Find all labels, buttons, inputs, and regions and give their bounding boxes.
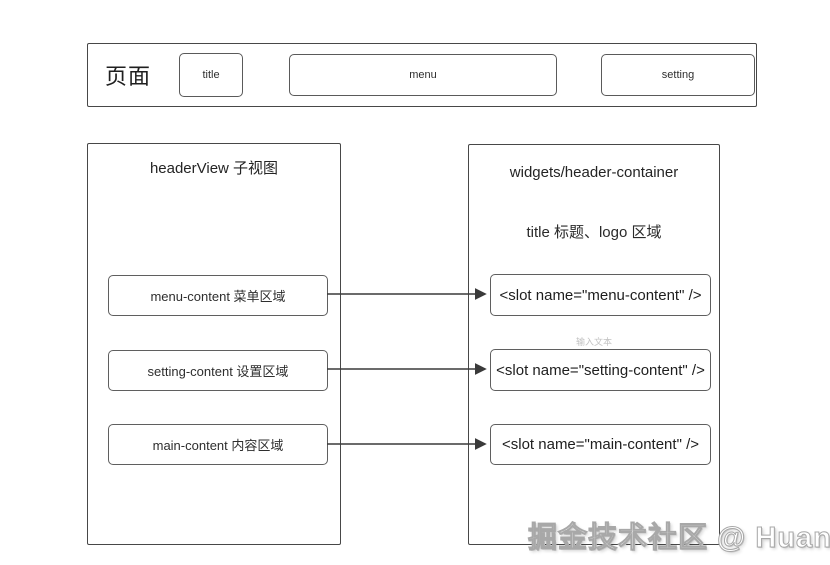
slot-setting-content-node: <slot name="setting-content" /> <box>490 349 711 391</box>
page-menu-slot-box: menu <box>289 54 557 96</box>
menu-content-node: menu-content 菜单区域 <box>108 275 328 316</box>
header-container-panel-title: widgets/header-container <box>509 164 679 181</box>
page-setting-slot-box: setting <box>601 54 755 96</box>
slot-menu-content-node: <slot name="menu-content" /> <box>490 274 711 316</box>
main-content-node: main-content 内容区域 <box>108 424 328 465</box>
title-logo-area-label: title 标题、logo 区域 <box>526 224 662 241</box>
header-container-panel: widgets/header-container title 标题、logo 区… <box>468 144 720 545</box>
headerview-panel: headerView 子视图 menu-content 菜单区域 setting… <box>87 143 341 545</box>
page-title-slot-box: title <box>179 53 243 97</box>
page-label: 页面 <box>105 64 152 89</box>
headerview-panel-title: headerView 子视图 <box>149 160 279 177</box>
setting-content-node: setting-content 设置区域 <box>108 350 328 391</box>
slot-main-content-node: <slot name="main-content" /> <box>490 424 711 465</box>
page-wireframe-box: 页面 title menu setting <box>87 43 757 107</box>
juejin-watermark: 掘金技术社区 @ Huang_ <box>528 522 830 555</box>
placeholder-hint-text: 输入文本 <box>575 337 612 347</box>
